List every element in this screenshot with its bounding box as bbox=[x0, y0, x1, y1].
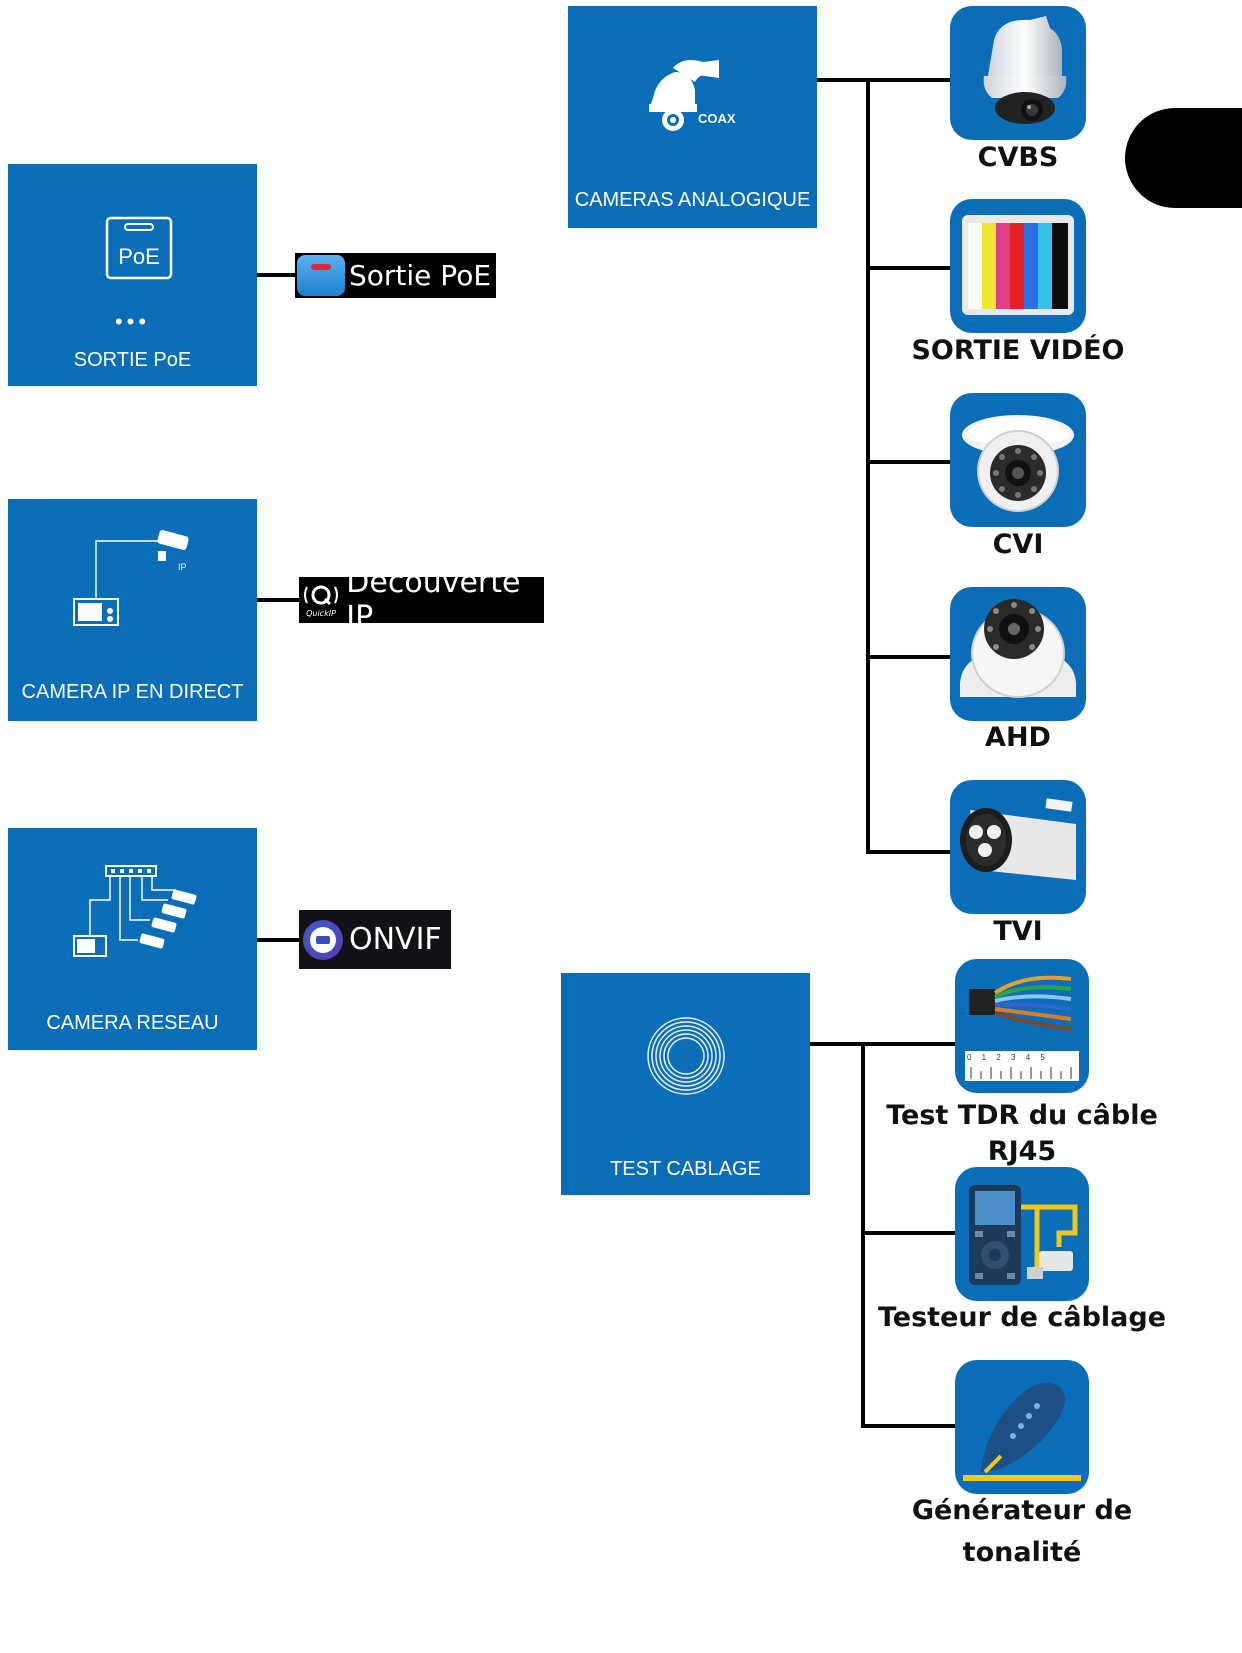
tile-cameras-analogique[interactable]: COAX CAMERAS ANALOGIQUE bbox=[568, 6, 817, 228]
tile-test-cablage[interactable]: TEST CABLAGE bbox=[561, 973, 810, 1195]
poe-app-icon bbox=[297, 255, 345, 296]
cable-tester-icon bbox=[969, 1185, 1078, 1285]
cable-tdr-icon bbox=[965, 975, 1079, 1081]
connector-line bbox=[861, 1231, 955, 1235]
app-cvbs[interactable] bbox=[950, 6, 1086, 140]
tile-camera-reseau[interactable]: CAMERA RESEAU bbox=[8, 828, 257, 1050]
dome-camera-icon bbox=[960, 599, 1076, 698]
app-label-cvi: CVI bbox=[992, 529, 1044, 560]
ptz-coax-camera-icon bbox=[649, 60, 719, 131]
poe-icon-text: PoE bbox=[118, 244, 160, 269]
app-label-generateur-line1: Générateur de bbox=[911, 1495, 1133, 1526]
app-cvi[interactable] bbox=[950, 393, 1086, 527]
app-label-test-tdr-line1: Test TDR du câble bbox=[886, 1100, 1158, 1131]
badge-label: ONVIF bbox=[349, 922, 442, 957]
tile-camera-ip-en-direct[interactable]: IP CAMERA IP EN DIRECT bbox=[8, 499, 257, 721]
connector-line bbox=[257, 598, 299, 602]
connector-line bbox=[866, 460, 951, 464]
color-bars-icon bbox=[962, 215, 1074, 315]
app-label-tvi: TVI bbox=[993, 916, 1043, 947]
poe-icon bbox=[105, 216, 173, 280]
ruler-scale-text: 0 1 2 3 4 5 bbox=[967, 1053, 1045, 1062]
app-label-cvbs: CVBS bbox=[977, 142, 1059, 173]
app-generateur-tonalite[interactable] bbox=[955, 1360, 1089, 1494]
network-cameras-icon bbox=[73, 865, 197, 957]
badge-label: Sortie PoE bbox=[349, 259, 492, 292]
connector-line bbox=[866, 655, 951, 659]
app-testeur-cablage[interactable] bbox=[955, 1167, 1089, 1301]
bullet-camera-icon bbox=[960, 798, 1076, 880]
coax-tag: COAX bbox=[698, 111, 736, 126]
tile-label: CAMERA IP EN DIRECT bbox=[21, 681, 244, 703]
badge-sortie-poe[interactable]: Sortie PoE bbox=[295, 253, 496, 298]
app-test-tdr[interactable]: 0 1 2 3 4 5 bbox=[955, 959, 1089, 1093]
ptz-camera-icon bbox=[983, 16, 1067, 124]
connector-line bbox=[257, 273, 295, 277]
tile-sortie-poe[interactable]: PoE ••• SORTIE PoE bbox=[8, 164, 257, 386]
connector-line bbox=[810, 1042, 955, 1046]
connector-line bbox=[257, 938, 299, 942]
app-label-ahd: AHD bbox=[985, 722, 1051, 753]
connector-line bbox=[866, 850, 951, 854]
connector-line bbox=[866, 266, 951, 270]
connector-line bbox=[866, 78, 870, 854]
badge-label: Découverte IP bbox=[346, 565, 521, 635]
cable-coil-icon bbox=[647, 1017, 725, 1095]
quickip-logo-icon: QuickIP bbox=[299, 579, 340, 621]
dome-camera-icon bbox=[962, 415, 1074, 512]
badge-onvif[interactable]: ONVIF bbox=[299, 910, 451, 969]
app-tvi[interactable] bbox=[950, 780, 1086, 914]
tile-label: TEST CABLAGE bbox=[610, 1158, 761, 1180]
edge-shape bbox=[1125, 108, 1242, 208]
onvif-logo-icon bbox=[303, 919, 343, 960]
tile-label: CAMERA RESEAU bbox=[46, 1012, 219, 1034]
app-sortie-video[interactable] bbox=[950, 199, 1086, 333]
connector-line bbox=[817, 78, 951, 82]
tile-label: CAMERAS ANALOGIQUE bbox=[574, 189, 811, 211]
ip-tag: IP bbox=[178, 562, 187, 572]
quickip-logo-text: QuickIP bbox=[306, 609, 336, 618]
app-label-testeur-cablage: Testeur de câblage bbox=[877, 1302, 1167, 1333]
ellipsis-icon: ••• bbox=[114, 309, 151, 334]
tone-generator-icon bbox=[963, 1382, 1081, 1481]
connector-line bbox=[861, 1042, 865, 1428]
app-ahd[interactable] bbox=[950, 587, 1086, 721]
app-label-test-tdr-line2: RJ45 bbox=[987, 1136, 1057, 1167]
badge-decouverte-ip[interactable]: QuickIP Découverte IP bbox=[299, 565, 544, 635]
app-label-sortie-video: SORTIE VIDÉO bbox=[911, 335, 1125, 366]
ip-camera-tester-icon bbox=[73, 530, 189, 626]
connector-line bbox=[861, 1424, 955, 1428]
tile-label: SORTIE PoE bbox=[73, 349, 192, 371]
app-label-generateur-line2: tonalité bbox=[962, 1537, 1082, 1568]
